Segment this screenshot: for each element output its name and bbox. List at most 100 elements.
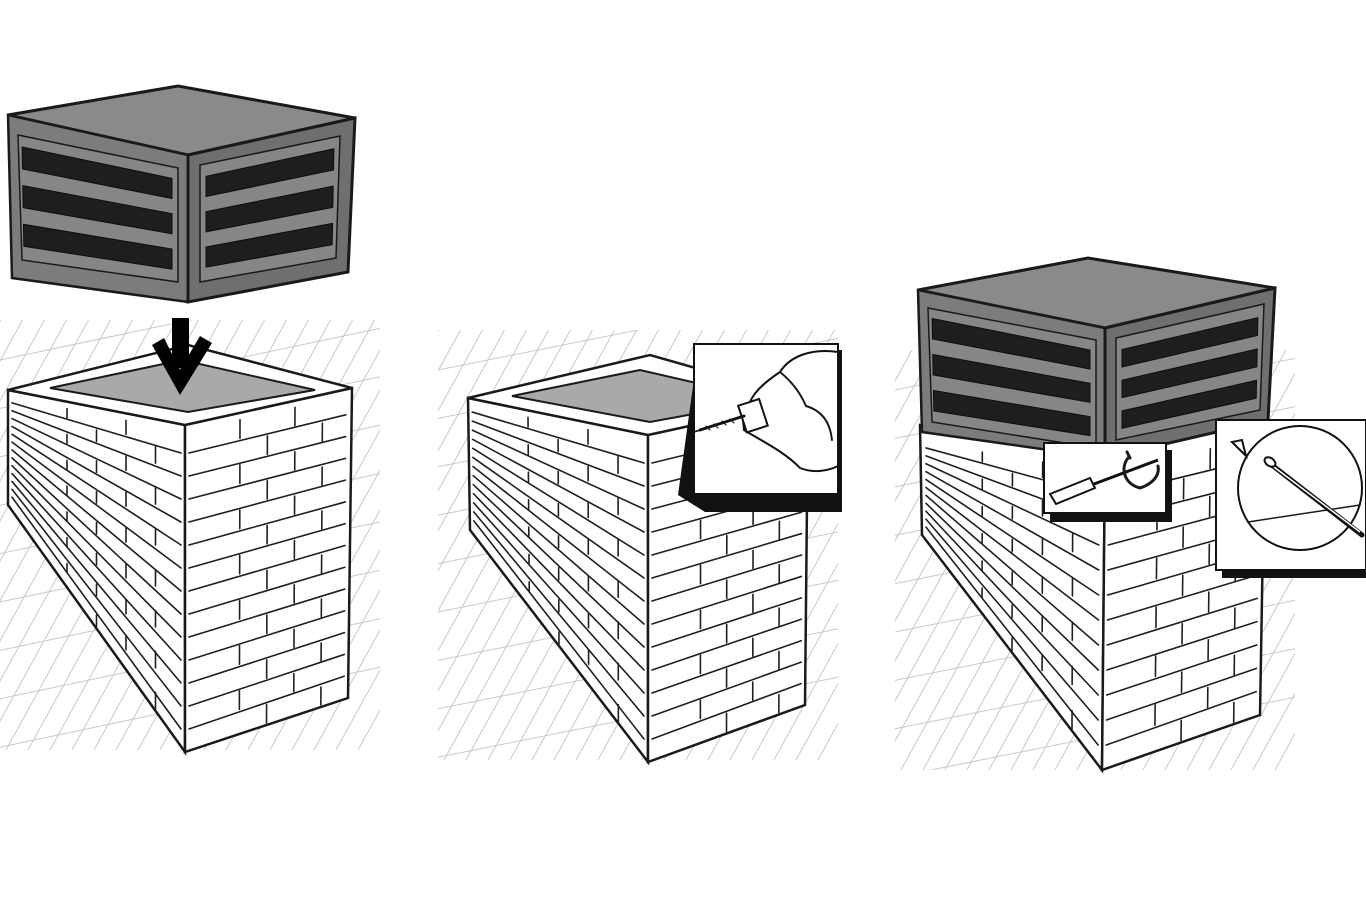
brick-course-line <box>11 472 182 661</box>
brick-course-line <box>651 639 803 694</box>
brick-course-line <box>1105 644 1258 696</box>
cap-louver-slat <box>205 185 334 233</box>
brick-course-line <box>11 433 182 546</box>
cap-louver-slat <box>205 222 334 268</box>
brick-course-line <box>651 511 803 556</box>
roof-hatch-line <box>313 628 380 750</box>
cap-louver-slat <box>1121 317 1259 368</box>
chimney <box>6 343 354 756</box>
cap-louver-slat <box>931 317 1091 370</box>
brick-course-line <box>651 597 803 648</box>
cap-louver-slat <box>932 353 1091 403</box>
brick-course-line <box>473 520 645 740</box>
brick-course-line <box>925 470 1100 571</box>
brick-course-line <box>925 486 1100 621</box>
brick-course-line <box>925 494 1100 646</box>
cap-louver-slat <box>22 185 173 235</box>
brick-course-line <box>651 554 803 602</box>
brick-course-line <box>925 462 1100 546</box>
brick-course-line <box>471 420 645 487</box>
cap-louver-slat <box>932 389 1091 437</box>
brick-course-line <box>925 518 1099 721</box>
cap-louver-slat <box>21 146 173 200</box>
roof-hatch-line <box>795 682 838 760</box>
detail-callout <box>1215 419 1366 578</box>
roof-hatch-line <box>895 350 935 422</box>
brick-course-line <box>11 402 182 454</box>
brick-course-line <box>11 417 182 500</box>
brick-course-line <box>11 449 182 592</box>
brick-course-line <box>471 411 645 464</box>
brick-course-line <box>188 435 347 477</box>
roof-hatch-line <box>1230 652 1295 770</box>
brick-course-line <box>1106 597 1259 646</box>
brick-course-line <box>1105 690 1258 746</box>
brick-course-line <box>11 441 182 569</box>
roof-hatch-line <box>0 320 1 322</box>
brick-course-line <box>472 492 645 671</box>
roof-hatch-line <box>895 350 957 462</box>
brick-course-line <box>471 429 645 510</box>
roof-hatch-line <box>438 330 641 371</box>
brick-course-line <box>11 488 182 707</box>
drill-callout <box>678 343 842 512</box>
brick-course-line <box>472 465 645 602</box>
cap-louver-slat <box>1121 379 1258 429</box>
brick-course-line <box>188 413 347 454</box>
brick-course-line <box>651 618 803 671</box>
brick-course-line <box>11 457 182 615</box>
brick-course-line <box>472 474 645 625</box>
chimney-cap <box>916 256 1277 460</box>
brick-course-line <box>471 447 645 556</box>
brick-course-line <box>472 483 645 648</box>
brick-course-line <box>188 566 346 615</box>
chimney-cap <box>6 84 357 304</box>
brick-course-line <box>1105 667 1258 721</box>
brick-course-line <box>188 457 347 500</box>
roof-hatch-line <box>773 642 838 760</box>
roof-hatch-line <box>335 668 380 750</box>
step-1-panel <box>0 84 380 756</box>
brick-course-line <box>11 496 182 730</box>
brick-course-line <box>925 502 1100 671</box>
brick-course-line <box>472 501 645 694</box>
down-arrow-icon <box>152 318 212 395</box>
brick-course-line <box>188 501 347 546</box>
brick-course-line <box>11 425 182 523</box>
brick-course-line <box>188 610 346 661</box>
brick-course-line <box>11 464 182 638</box>
cap-louver-slat <box>1121 348 1258 399</box>
brick-course-line <box>1106 620 1258 671</box>
roof-hatch-line <box>438 330 483 412</box>
roof-hatch-line <box>1252 692 1295 770</box>
brick-course-line <box>11 409 182 477</box>
drill-icon <box>687 350 839 473</box>
brick-course-line <box>188 588 346 638</box>
brick-course-line <box>925 478 1100 596</box>
brick-course-line <box>188 631 346 684</box>
brick-course-line <box>188 479 347 523</box>
brick-course-line <box>11 480 182 684</box>
cap-louver-slat <box>22 223 173 270</box>
brick-course-line <box>188 544 346 592</box>
brick-course-line <box>651 532 803 579</box>
cap-louver-slat <box>205 148 335 198</box>
roof-hatch-line <box>438 330 505 452</box>
brick-course-line <box>471 438 645 533</box>
brick-course-line <box>651 661 802 717</box>
step-3-panel <box>895 256 1366 774</box>
brick-course-line <box>925 510 1100 696</box>
screwdriver-icon <box>1048 450 1160 506</box>
brick-course-line <box>472 511 645 717</box>
brick-course-line <box>472 456 645 579</box>
brick-course-line <box>188 522 346 569</box>
brick-course-line <box>1106 574 1259 621</box>
brick-course-line <box>651 575 803 625</box>
brick-course-line <box>188 675 345 730</box>
roof-hatch-line <box>0 320 193 361</box>
brick-course-line <box>651 682 802 740</box>
brick-course-line <box>925 526 1099 746</box>
screwdriver-callout <box>1043 442 1172 522</box>
